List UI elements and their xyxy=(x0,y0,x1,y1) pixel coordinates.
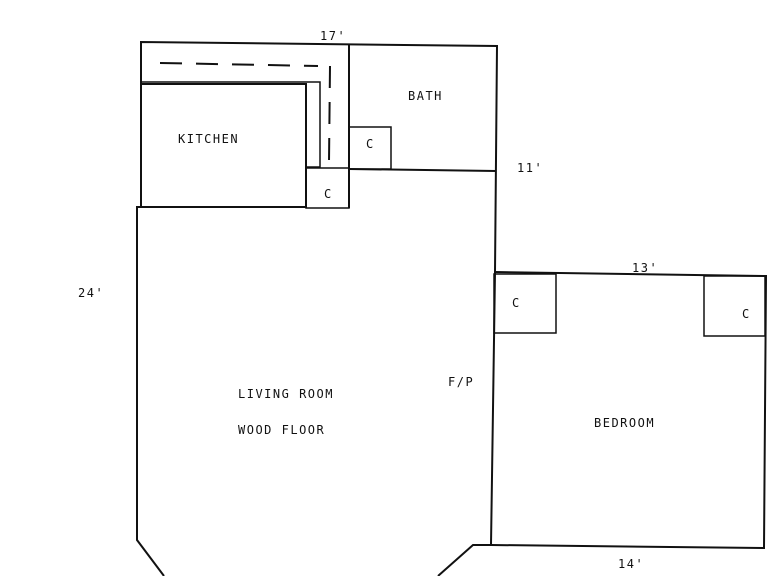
dimension-top: 17' xyxy=(320,29,346,43)
closet-kitchen xyxy=(305,167,350,209)
label-bedroom: BEDROOM xyxy=(594,416,655,430)
dimension-left: 24' xyxy=(78,286,104,300)
label-closet-kitchen: C xyxy=(324,187,333,201)
closet-bath xyxy=(348,126,392,170)
label-closet-bedroom-right: C xyxy=(742,307,751,321)
dimension-bedroom-bottom: 14' xyxy=(618,557,644,571)
label-living-room: LIVING ROOM xyxy=(238,387,334,401)
label-closet-bath: C xyxy=(366,137,375,151)
kitchen-counter xyxy=(141,81,321,168)
label-kitchen: KITCHEN xyxy=(178,132,239,146)
closet-bedroom-right xyxy=(703,275,766,337)
label-wood-floor: WOOD FLOOR xyxy=(238,423,325,437)
label-bath: BATH xyxy=(408,89,443,103)
outer-wall-main xyxy=(136,40,499,576)
dimension-bedroom-top: 13' xyxy=(632,261,658,275)
living-room-right-wall xyxy=(437,271,496,576)
label-closet-bedroom-left: C xyxy=(512,296,521,310)
closet-bedroom-left xyxy=(493,273,557,334)
dimension-bath-side: 11' xyxy=(517,161,543,175)
label-fireplace: F/P xyxy=(448,375,474,389)
dashed-counter-vertical xyxy=(328,65,331,163)
bedroom-walls xyxy=(490,271,768,550)
kitchen-walls xyxy=(141,83,307,208)
dashed-counter-horizontal xyxy=(159,62,319,67)
